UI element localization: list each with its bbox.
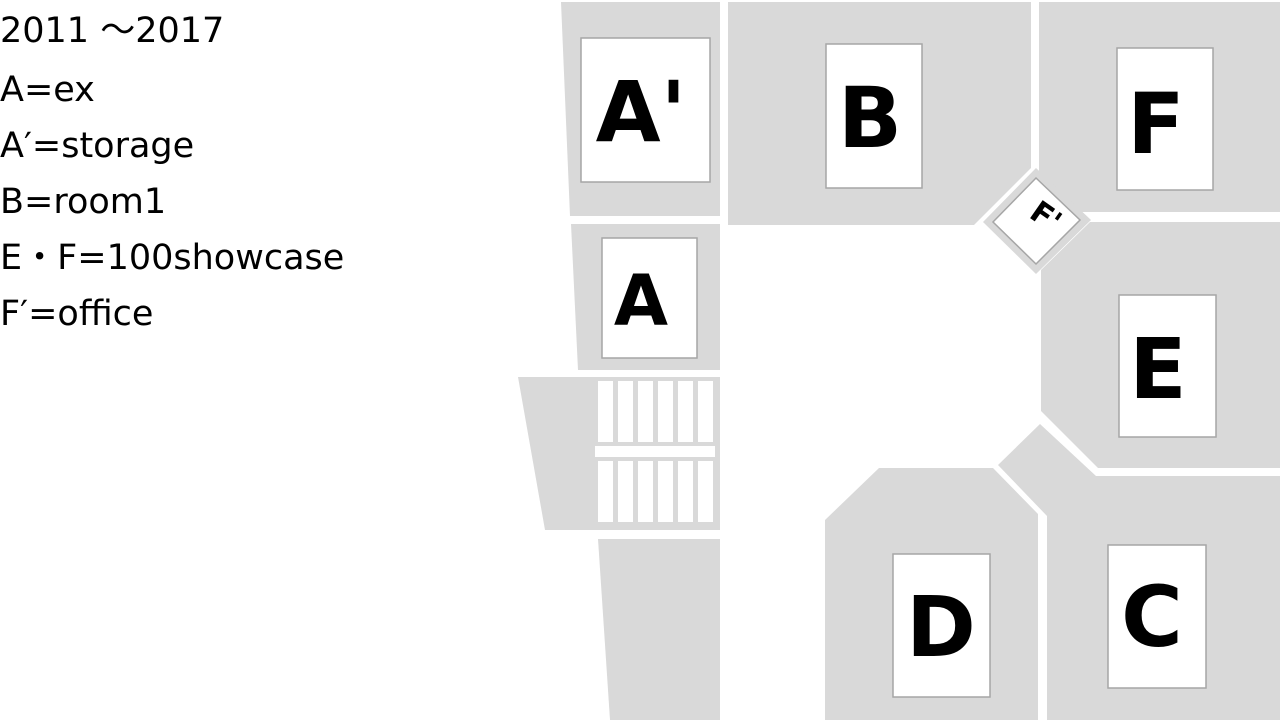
legend: 2011 ～2017 A=ex A′=storage B=room1 E・F=1… [0, 6, 520, 342]
room-b-panel [825, 43, 923, 189]
room-e-panel [1118, 294, 1217, 438]
room-c-label: C [1121, 568, 1183, 666]
stair-treads [595, 381, 715, 522]
room-b-label: B [838, 69, 902, 167]
room-f-prime-panel [991, 176, 1082, 266]
room-c-panel [1107, 544, 1207, 689]
room-a-label: A [614, 260, 668, 342]
room-f-label: F [1127, 75, 1184, 173]
room-d-panel [892, 553, 991, 698]
room-d-label: D [906, 578, 976, 676]
legend-item-a: A=ex [0, 70, 95, 110]
legend-item-b: B=room1 [0, 182, 167, 222]
room-e-label: E [1129, 320, 1186, 418]
room-a-prime-label: A' [596, 63, 687, 161]
room-a-prime-panel [580, 37, 711, 183]
legend-item-a-prime: A′=storage [0, 126, 195, 166]
legend-item-e-f: E・F=100showcase [0, 238, 345, 278]
legend-item-f-prime: F′=office [0, 294, 154, 334]
room-a-panel [601, 237, 698, 359]
corridor-area [598, 539, 720, 720]
room-f-panel [1116, 47, 1214, 191]
legend-period: 2011 ～2017 [0, 11, 225, 51]
